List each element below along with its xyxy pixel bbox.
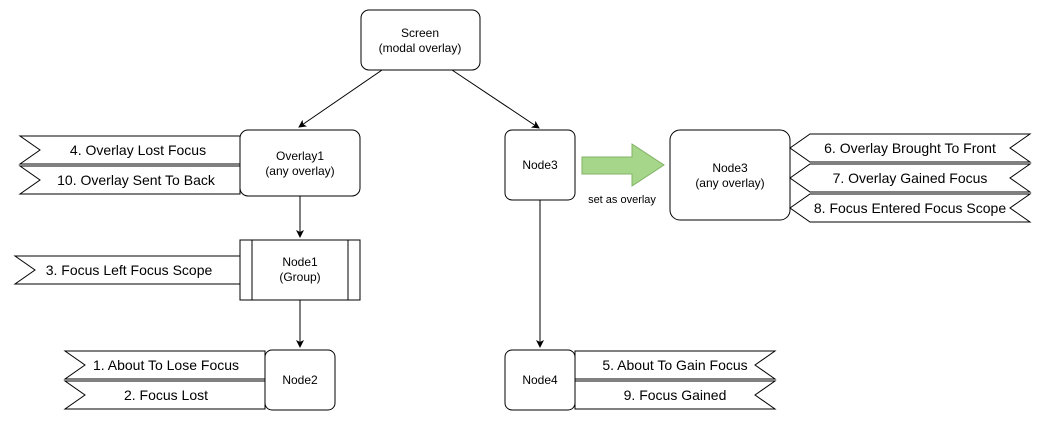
tag-overlay-brought-to-front: 6. Overlay Brought To Front bbox=[789, 133, 1032, 163]
edge-screen-to-node3 bbox=[451, 69, 540, 129]
tag-overlay-gained-focus-label: 7. Overlay Gained Focus bbox=[833, 170, 988, 186]
tag-focus-left-focus-scope: 3. Focus Left Focus Scope bbox=[13, 255, 241, 285]
node-node4: Node4 bbox=[504, 349, 576, 411]
node-overlay1-title: Overlay1 bbox=[276, 149, 324, 163]
tag-focus-gained-label: 9. Focus Gained bbox=[624, 387, 727, 403]
tag-focus-gained: 9. Focus Gained bbox=[574, 380, 777, 410]
tag-about-to-gain-focus-label: 5. About To Gain Focus bbox=[602, 357, 747, 373]
tag-overlay-sent-to-back: 10. Overlay Sent To Back bbox=[18, 165, 241, 195]
node-node4-title: Node4 bbox=[522, 373, 558, 387]
tag-about-to-lose-focus-label: 1. About To Lose Focus bbox=[93, 357, 239, 373]
node-node3-overlay: Node3 (any overlay) bbox=[669, 129, 791, 221]
node-node3-overlay-subtitle: (any overlay) bbox=[695, 176, 764, 190]
tag-focus-lost-label: 2. Focus Lost bbox=[124, 387, 208, 403]
tag-focus-entered-focus-scope: 8. Focus Entered Focus Scope bbox=[789, 193, 1032, 223]
node-node1-subtitle: (Group) bbox=[279, 270, 320, 284]
node-node3: Node3 bbox=[504, 129, 576, 201]
node-node3-overlay-title: Node3 bbox=[712, 161, 748, 175]
tag-focus-entered-focus-scope-label: 8. Focus Entered Focus Scope bbox=[814, 200, 1006, 216]
edge-screen-to-overlay1 bbox=[298, 69, 383, 128]
tag-about-to-lose-focus: 1. About To Lose Focus bbox=[63, 350, 266, 380]
node-node2: Node2 bbox=[264, 349, 336, 411]
tag-overlay-gained-focus: 7. Overlay Gained Focus bbox=[789, 163, 1032, 193]
tag-overlay-brought-to-front-label: 6. Overlay Brought To Front bbox=[824, 140, 996, 156]
node-screen-subtitle: (modal overlay) bbox=[379, 41, 462, 55]
set-as-overlay-label: set as overlay bbox=[588, 194, 656, 206]
node-screen-title: Screen bbox=[401, 26, 439, 40]
node-node3-title: Node3 bbox=[522, 158, 558, 172]
node-screen: Screen (modal overlay) bbox=[360, 9, 481, 71]
tag-overlay-sent-to-back-label: 10. Overlay Sent To Back bbox=[57, 172, 216, 188]
node-node1-title: Node1 bbox=[282, 255, 318, 269]
tag-focus-left-focus-scope-label: 3. Focus Left Focus Scope bbox=[46, 262, 213, 278]
node-node1: Node1 (Group) bbox=[239, 239, 361, 301]
set-as-overlay-arrow bbox=[581, 143, 665, 187]
node-overlay1-subtitle: (any overlay) bbox=[265, 164, 334, 178]
node-node2-title: Node2 bbox=[282, 373, 318, 387]
tag-overlay-lost-focus-label: 4. Overlay Lost Focus bbox=[70, 142, 206, 158]
tag-focus-lost: 2. Focus Lost bbox=[63, 380, 266, 410]
tag-overlay-lost-focus: 4. Overlay Lost Focus bbox=[18, 135, 241, 165]
tag-about-to-gain-focus: 5. About To Gain Focus bbox=[574, 350, 777, 380]
node-overlay1: Overlay1 (any overlay) bbox=[239, 129, 361, 197]
